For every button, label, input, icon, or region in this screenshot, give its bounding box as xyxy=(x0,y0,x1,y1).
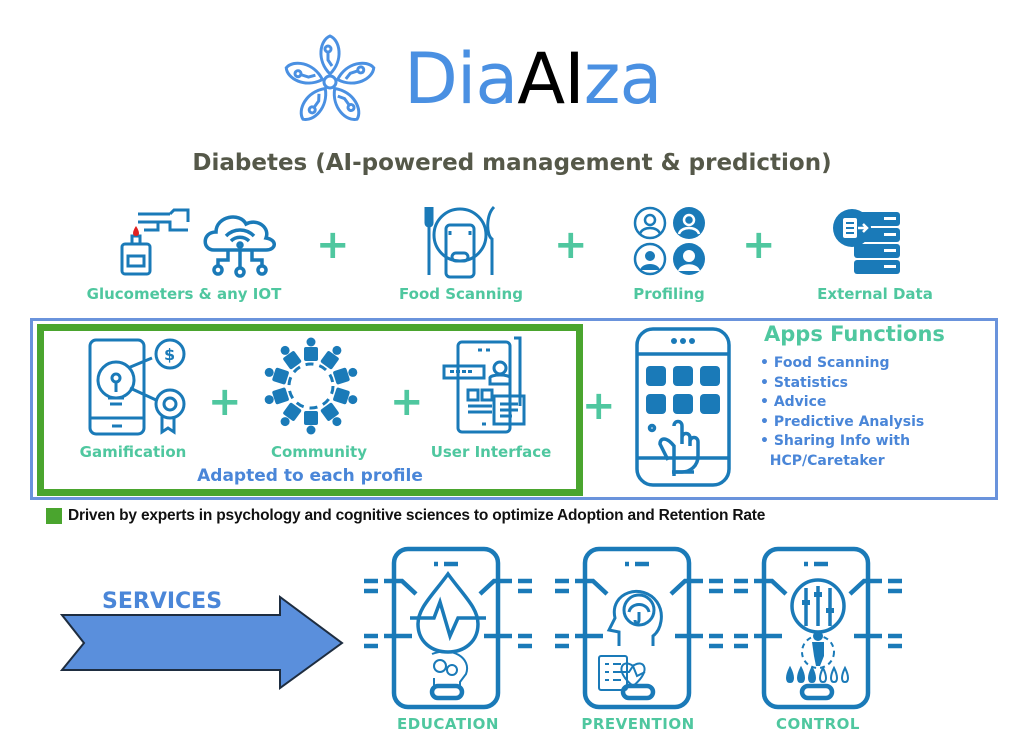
logo-part-za: za xyxy=(583,38,663,120)
plus-sign: + xyxy=(208,379,242,425)
adapted-label-user-interface: User Interface xyxy=(430,443,552,461)
education-phone-icon xyxy=(362,546,534,714)
function-food-scanning: Food Scanning xyxy=(760,354,924,374)
cloud-iot-icon xyxy=(200,210,280,278)
legend-green-square xyxy=(46,508,62,524)
legend-row: Driven by experts in psychology and cogn… xyxy=(46,507,765,525)
services-arrow xyxy=(59,595,345,690)
apps-functions-title: Apps Functions xyxy=(764,322,945,346)
prevention-phone-icon xyxy=(553,546,725,714)
plus-sign: + xyxy=(742,222,776,268)
user-interface-icon xyxy=(442,336,526,436)
platform-box xyxy=(30,318,998,500)
service-label-control: CONTROL xyxy=(776,715,860,733)
food-scanning-icon xyxy=(420,205,500,283)
svg-text:$: $ xyxy=(164,345,175,364)
plus-sign: + xyxy=(554,222,588,268)
community-icon xyxy=(262,336,360,436)
logo-part-ai: AI xyxy=(517,38,585,120)
control-phone-icon xyxy=(732,546,904,714)
adapted-caption: Adapted to each profile xyxy=(197,466,423,486)
function-sharing-info-continuation: HCP/Caretaker xyxy=(769,452,885,469)
function-statistics: Statistics xyxy=(760,374,924,394)
gamification-icon: $ xyxy=(88,338,190,436)
function-sharing-info: Sharing Info with xyxy=(760,432,924,452)
input-label-profiling: Profiling xyxy=(633,285,705,303)
adapted-profile-box xyxy=(37,324,583,496)
logo-wordmark: DiaAIza xyxy=(404,34,663,124)
function-advice: Advice xyxy=(760,393,924,413)
adapted-label-community: Community xyxy=(270,443,368,461)
function-predictive-analysis: Predictive Analysis xyxy=(760,413,924,433)
apps-functions-list: Food Scanning Statistics Advice Predicti… xyxy=(760,354,924,471)
smartphone-apps-icon xyxy=(634,326,732,488)
legend-text: Driven by experts in psychology and cogn… xyxy=(68,507,766,524)
plus-sign: + xyxy=(582,383,616,429)
input-label-food-scanning: Food Scanning xyxy=(399,285,523,303)
input-label-external-data: External Data xyxy=(817,285,933,303)
external-data-server-icon xyxy=(832,208,902,278)
services-label: SERVICES xyxy=(102,589,223,614)
adapted-label-gamification: Gamification xyxy=(79,443,187,461)
glucometer-icon xyxy=(110,208,190,278)
plus-sign: + xyxy=(390,379,424,425)
logo-part-dia: Dia xyxy=(404,38,518,120)
flower-circuit-icon xyxy=(274,32,386,128)
plus-sign: + xyxy=(316,222,350,268)
page-subtitle: Diabetes (AI-powered management & predic… xyxy=(192,150,832,176)
input-label-glucometers: Glucometers & any IOT xyxy=(86,285,282,303)
service-label-education: EDUCATION xyxy=(397,715,499,733)
profiles-icon xyxy=(632,206,708,278)
service-label-prevention: PREVENTION xyxy=(581,715,695,733)
